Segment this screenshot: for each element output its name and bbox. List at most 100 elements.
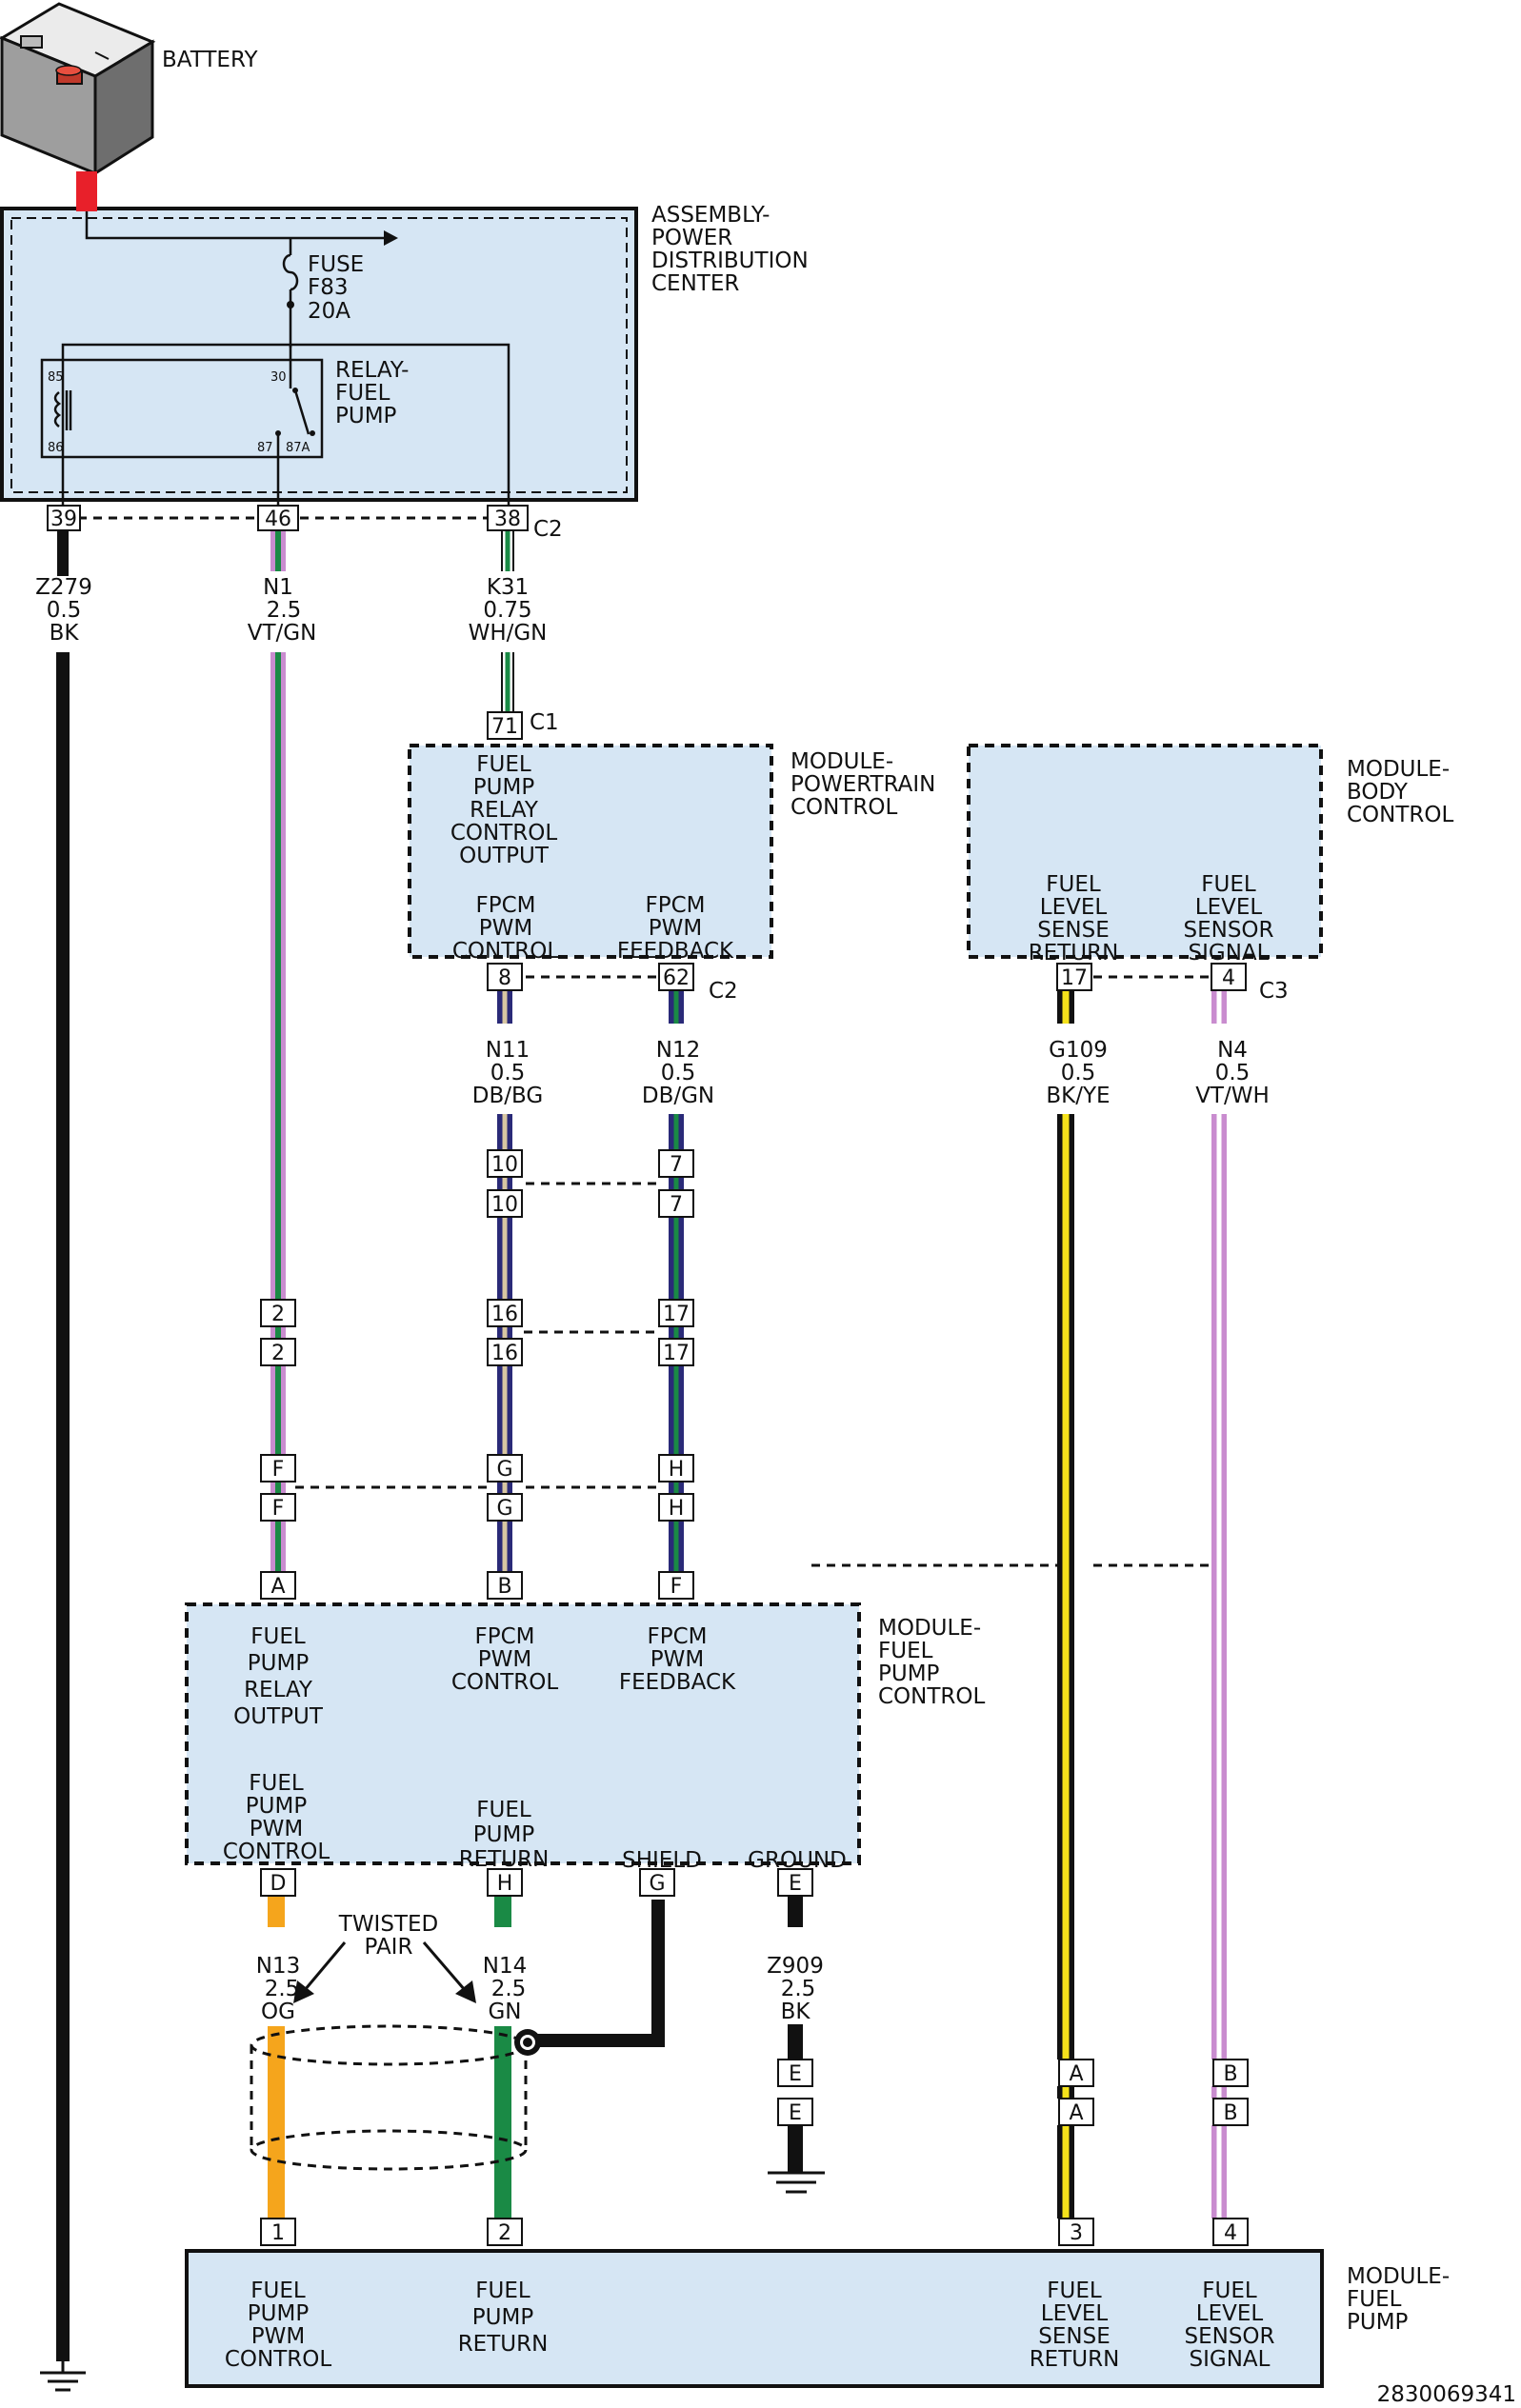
connector-c2-pcm: C2 — [709, 979, 738, 1004]
power-distribution-center-box — [0, 207, 638, 502]
pin-inline3-g-top: G — [496, 1458, 512, 1482]
relay-switch-icon — [293, 389, 310, 435]
relay-pin-87a: 87A — [286, 441, 310, 455]
pin-fpm-4: 4 — [1224, 2221, 1237, 2245]
pin-fpm-3: 3 — [1070, 2221, 1083, 2245]
pin-inline4-b-bottom: B — [1223, 2101, 1237, 2125]
pin-fpm-1: 1 — [271, 2221, 285, 2245]
pin-pcm-62: 62 — [663, 966, 690, 990]
pin-inline2-2-top: 2 — [271, 1303, 285, 1326]
pin-bcm-4: 4 — [1222, 966, 1235, 990]
pin-inline2-2-bottom: 2 — [271, 1342, 285, 1365]
pin-pdc-39: 39 — [50, 507, 77, 531]
pin-fpcm-f: F — [670, 1575, 683, 1599]
pin-inline3-h-top: H — [669, 1458, 685, 1482]
pin-fpcm-b: B — [497, 1575, 511, 1599]
powertrain-control-module-box — [408, 744, 773, 959]
pin-pcm-8: 8 — [498, 966, 511, 990]
pin-inline4-a-top: A — [1069, 2062, 1083, 2086]
arrow-left-icon — [293, 1980, 314, 2003]
relay-coil-icon — [53, 391, 62, 428]
power-distribution-center-inner — [10, 217, 628, 493]
pin-inline2-17-bottom: 17 — [663, 1342, 690, 1365]
relay-pin-86: 86 — [48, 441, 64, 455]
wires — [56, 530, 1227, 2361]
connector-c3-bcm: C3 — [1259, 979, 1289, 1004]
arrow-right-icon — [455, 1980, 476, 2003]
ground-symbol-icon — [768, 2171, 825, 2194]
pin-inline3-f-bottom: F — [272, 1497, 285, 1521]
pin-fpcm-g: G — [649, 1872, 665, 1896]
pin-pdc-38: 38 — [494, 507, 521, 531]
pin-pdc-46: 46 — [265, 507, 291, 531]
pin-fpcm-d: D — [270, 1872, 287, 1896]
connector-links — [78, 516, 1211, 1567]
pin-inline4-e-bottom: E — [789, 2101, 802, 2125]
pin-fpm-2: 2 — [498, 2221, 511, 2245]
pin-inline1-10-bottom: 10 — [491, 1193, 518, 1217]
arrow-head-icon — [384, 230, 398, 246]
pin-inline4-b-top: B — [1223, 2062, 1237, 2086]
fuel-pump-control-module-box — [185, 1602, 861, 1865]
ground-symbol-icon — [40, 2361, 86, 2392]
pin-inline4-a-bottom: A — [1069, 2101, 1083, 2125]
pin-inline2-16-bottom: 16 — [491, 1342, 518, 1365]
diagram-code: 2830069341 — [1377, 2382, 1516, 2407]
relay-pin-87: 87 — [257, 441, 273, 455]
pin-fpcm-h: H — [497, 1872, 513, 1896]
pin-fpcm-a: A — [270, 1575, 285, 1599]
relay-outline — [40, 358, 324, 459]
pin-inline3-h-bottom: H — [669, 1497, 685, 1521]
pin-inline1-7-bottom: 7 — [670, 1193, 683, 1217]
battery-icon — [0, 2, 156, 176]
relay-pin-85: 85 — [48, 370, 64, 385]
pdc-internal-wiring — [40, 211, 510, 509]
pin-inline3-g-bottom: G — [496, 1497, 512, 1521]
connector-c2-pdc: C2 — [533, 517, 563, 542]
twisted-pair-shield — [250, 1900, 665, 2171]
pin-inline2-17-top: 17 — [663, 1303, 690, 1326]
pin-boxes — [47, 505, 1249, 2246]
pin-pcm-71: 71 — [491, 715, 518, 739]
pin-fpcm-e: E — [789, 1872, 802, 1896]
pin-inline1-10-top: 10 — [491, 1153, 518, 1177]
battery-wire-red — [76, 171, 97, 211]
twisted-pair-arrows — [293, 1941, 476, 2003]
fuel-pump-module-box — [185, 2249, 1324, 2388]
fuse-icon — [282, 253, 299, 291]
pin-inline3-f-top: F — [272, 1458, 285, 1482]
body-control-module-box — [967, 744, 1323, 959]
pin-inline4-e-top: E — [789, 2062, 802, 2086]
pin-inline1-7-top: 7 — [670, 1153, 683, 1177]
